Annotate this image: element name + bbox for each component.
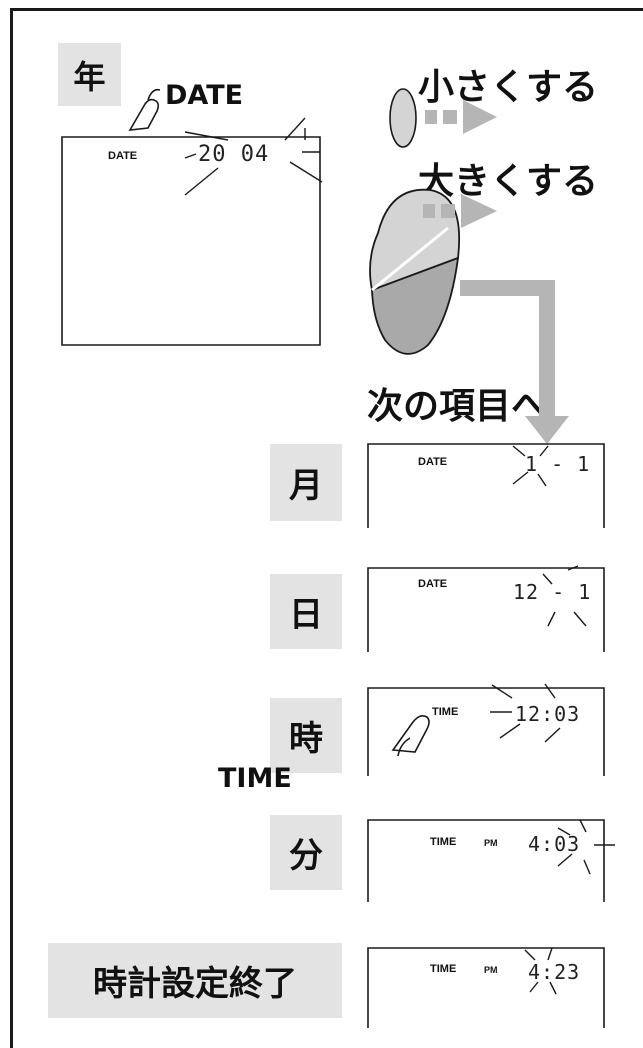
action-next: 次の項目へ	[367, 386, 548, 427]
finish-lcd-ampm: PM	[484, 965, 498, 975]
action-larger: 大きくする	[418, 161, 599, 202]
label-hour: 時	[270, 698, 342, 773]
year-lcd-reading: 20 04	[198, 142, 270, 167]
finish-lcd-mode: TIME	[430, 963, 457, 975]
diagram-frame	[10, 8, 643, 1048]
year-lcd-mode: DATE	[108, 150, 138, 162]
minute-lcd-reading: 4:03	[528, 832, 581, 856]
date-button-label: DATE	[165, 80, 244, 111]
action-smaller: 小さくする	[418, 67, 599, 108]
time-button-label: TIME	[218, 763, 292, 794]
day-lcd-reading: 12 - 1	[513, 580, 592, 604]
month-lcd-mode: DATE	[418, 456, 448, 468]
month-lcd-reading: 1 - 1	[525, 452, 591, 476]
label-minute: 分	[270, 815, 342, 890]
label-finish: 時計設定終了	[48, 943, 342, 1018]
minute-lcd-mode: TIME	[430, 836, 457, 848]
label-year: 年	[58, 43, 121, 106]
label-month: 月	[270, 444, 342, 521]
label-day: 日	[270, 574, 342, 649]
minute-lcd-ampm: PM	[484, 838, 498, 848]
hour-lcd-reading: 12:03	[515, 702, 581, 726]
finish-lcd-reading: 4:23	[528, 960, 581, 984]
hour-lcd-mode: TIME	[432, 706, 459, 718]
day-lcd-mode: DATE	[418, 578, 448, 590]
